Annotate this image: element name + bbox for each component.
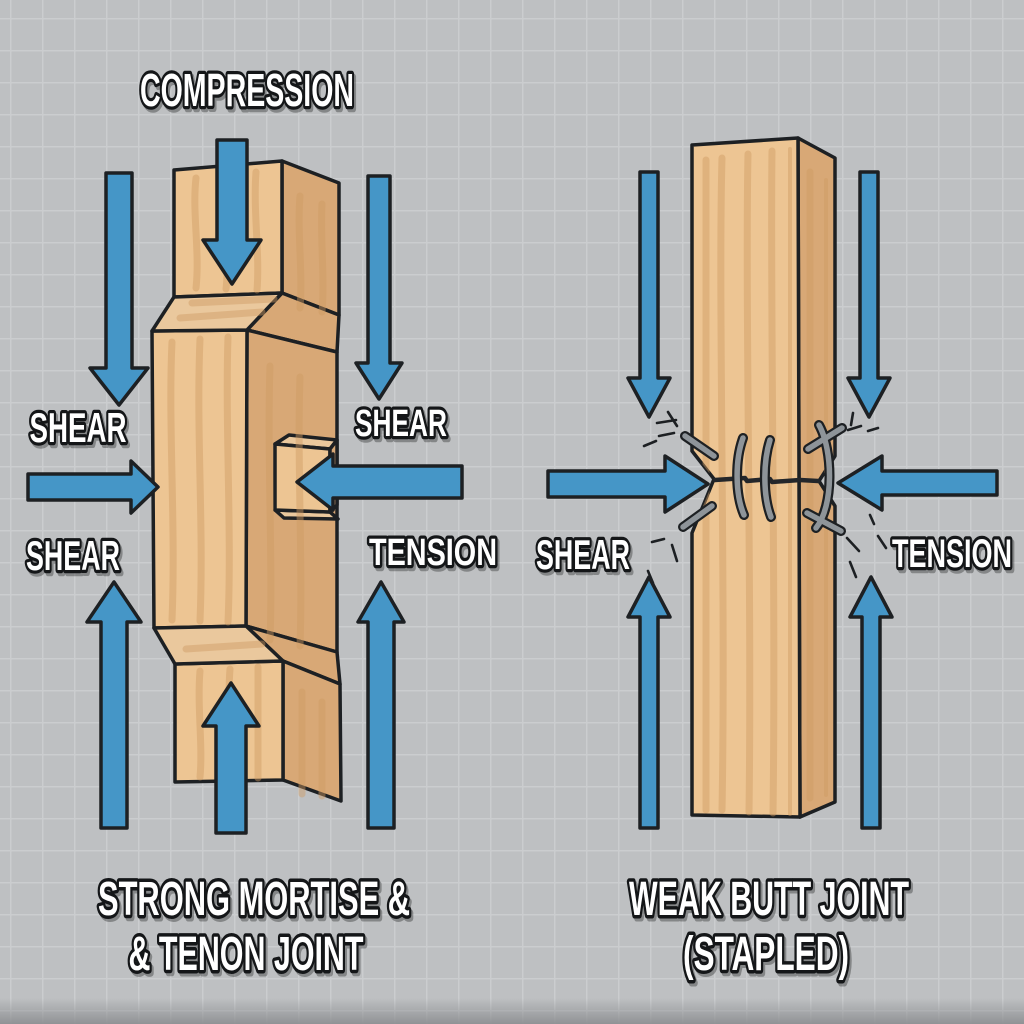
left-figure-left-down-arrow-icon	[88, 171, 150, 407]
crack-line	[712, 475, 821, 485]
left-post-top-side-face	[280, 159, 341, 317]
captions: STRONG MORTISE & & TENON JOINT WEAK BUTT…	[95, 870, 913, 985]
left-post-lower-step-top-face	[152, 624, 285, 666]
right-figure-left-down-arrow-icon	[626, 170, 672, 419]
left-shear-bottom-label: SHEAR	[26, 532, 120, 579]
right-caption-line1: WEAK BUTT JOINT	[629, 873, 909, 926]
bottom-shade	[0, 998, 1024, 1024]
left-figure-left-up-arrow-icon	[85, 580, 143, 830]
left-caption-line1: STRONG MORTISE &	[98, 873, 410, 926]
compression-down-arrow-icon	[201, 138, 263, 286]
right-figure-shear-right-arrow-icon	[546, 454, 710, 514]
wood-grain	[167, 147, 828, 817]
right-caption-line2: (STAPLED)	[683, 928, 849, 981]
left-figure-right-down-arrow-icon	[354, 174, 404, 401]
compression-label: COMPRESSION	[140, 64, 354, 116]
right-figure-tension-left-arrow-icon	[836, 454, 999, 512]
right-tension-label: TENSION	[892, 532, 1012, 576]
left-figure-shear-right-arrow-icon	[26, 459, 160, 515]
left-figure-center-up-arrow-icon	[201, 681, 261, 835]
left-post-upper-step-top-face	[150, 291, 284, 333]
right-figure-right-down-arrow-icon	[846, 170, 892, 419]
left-caption-line2: & TENON JOINT	[129, 928, 364, 981]
left-tension-label: TENSION	[369, 532, 497, 574]
right-shear-label: SHEAR	[536, 531, 630, 578]
force-arrows	[26, 138, 999, 835]
force-labels: COMPRESSION SHEAR SHEAR SHEAR TENSION SH…	[23, 61, 1016, 583]
right-figure-left-up-arrow-icon	[626, 575, 672, 830]
stress-marks	[642, 410, 888, 585]
left-post-bottom-side-face	[281, 659, 343, 803]
left-shear-top-label: SHEAR	[30, 404, 127, 451]
staples	[680, 422, 845, 534]
right-figure-right-up-arrow-icon	[848, 575, 894, 830]
left-figure-right-up-arrow-icon	[356, 580, 406, 830]
left-figure-tenon-left-arrow-icon	[295, 452, 464, 512]
left-shear-right-label: SHEAR	[355, 403, 447, 445]
